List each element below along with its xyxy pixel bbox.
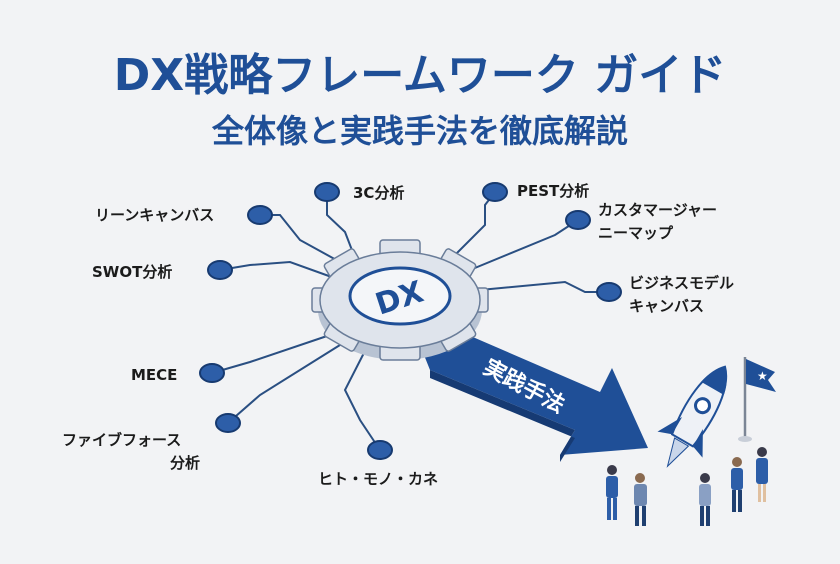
node-dot (314, 182, 340, 202)
label-3c: 3C分析 (353, 184, 404, 202)
node-dot (247, 205, 273, 225)
flag-icon: ★ (738, 357, 776, 442)
label-mece: MECE (131, 366, 177, 384)
dx-gear: DX (311, 239, 489, 361)
label-pest: PEST分析 (517, 182, 589, 200)
label-customer-journey-1: カスタマージャー (598, 201, 717, 219)
label-swot: SWOT分析 (92, 263, 172, 281)
rocket-icon (657, 365, 728, 468)
node-dot (215, 413, 241, 433)
svg-text:★: ★ (757, 369, 768, 383)
label-customer-journey-2: ニーマップ (598, 224, 674, 242)
node-dot (565, 210, 591, 230)
subtitle: 全体像と実践手法を徹底解説 (211, 112, 628, 150)
node-dot (482, 182, 508, 202)
label-five-forces-2: 分析 (170, 454, 200, 472)
node-dot (207, 260, 233, 280)
label-lean-canvas: リーンキャンバス (95, 206, 214, 224)
label-business-model-1: ビジネスモデル (629, 274, 734, 292)
label-people-things-money: ヒト・モノ・カネ (318, 470, 438, 488)
node-dot (199, 363, 225, 383)
node-dot (367, 440, 393, 460)
framework-nodes: リーンキャンバス 3C分析 PEST分析 カスタマージャー ニーマップ SWOT… (62, 182, 734, 488)
main-title: DX戦略フレームワーク ガイド (114, 50, 726, 101)
label-five-forces-1: ファイブフォース (62, 431, 181, 449)
label-business-model-2: キャンバス (629, 297, 704, 315)
node-dot (596, 282, 622, 302)
team-people-icon (606, 447, 768, 526)
